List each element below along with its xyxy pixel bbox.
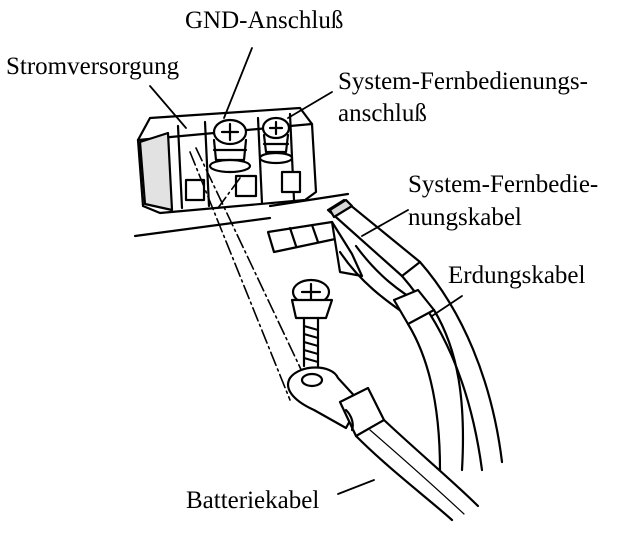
label-system-fernbedienungskabel-line2: nungskabel (408, 204, 522, 231)
remote-cable-fork-terminal (266, 220, 364, 278)
label-system-fernbedienungskabel-line1: System-Fernbedie- (408, 171, 599, 198)
leader-lines (149, 47, 463, 495)
label-system-fernbedienungsanschluss-line1: System-Fernbedienungs- (338, 68, 588, 95)
remote-screw-icon (258, 116, 294, 165)
alignment-guides (189, 147, 307, 401)
battery-cable (354, 418, 480, 522)
label-stromversorgung: Stromversorgung (6, 53, 180, 80)
ground-cable (338, 244, 465, 472)
battery-screw-icon (290, 278, 334, 368)
gnd-screw-icon (208, 118, 252, 174)
terminal-block (136, 106, 318, 215)
label-system-fernbedienungsanschluss-line2: anschluß (338, 100, 427, 127)
label-gnd-anschluss: GND-Anschluß (185, 7, 344, 34)
battery-cable-ring-terminal (287, 366, 386, 438)
label-batteriekabel: Batteriekabel (186, 487, 320, 514)
surface-line-right (268, 192, 350, 208)
label-erdungskabel: Erdungskabel (448, 262, 586, 289)
surface-line-left (133, 216, 272, 238)
